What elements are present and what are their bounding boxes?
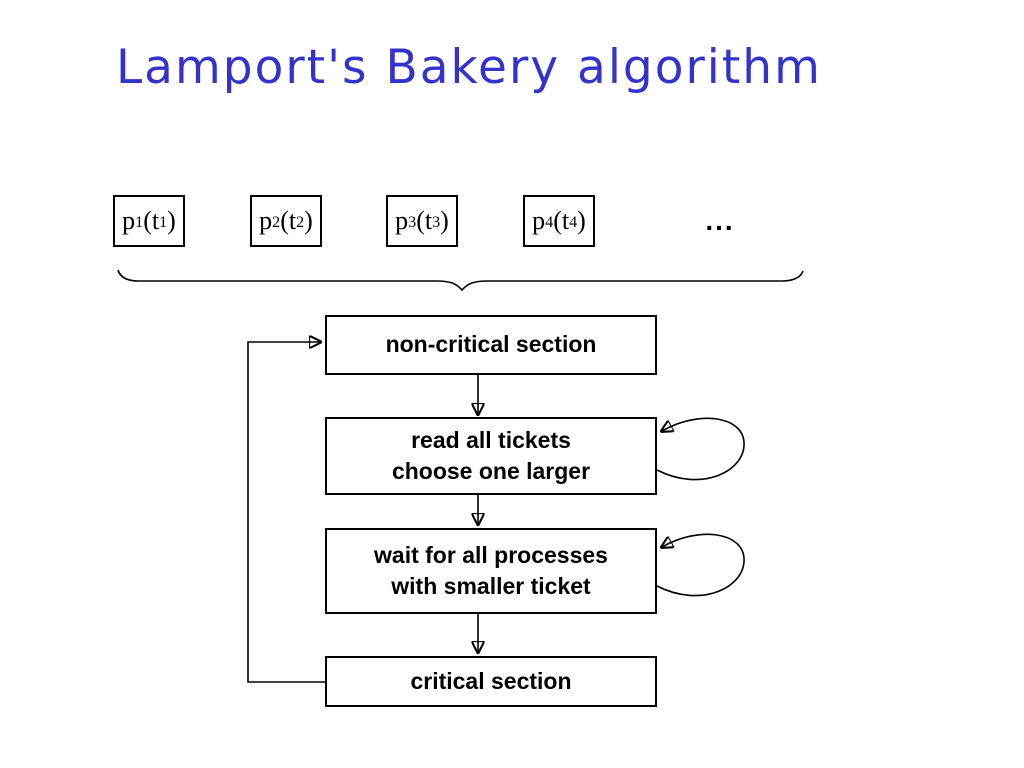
flow-box-read-tickets: read all tickets choose one larger [325, 417, 657, 495]
flow-box-wait-processes: wait for all processes with smaller tick… [325, 528, 657, 614]
process-arg: (t [416, 206, 433, 235]
process-close-paren: ) [167, 206, 176, 235]
slide-title: Lamport's Bakery algorithm [116, 40, 822, 95]
flow-box-line2: with smaller ticket [391, 573, 591, 599]
more-processes-ellipsis: ... [705, 205, 735, 236]
flow-box-line1: read all tickets [411, 426, 571, 453]
process-close-paren: ) [304, 206, 313, 235]
process-arg: (t [143, 206, 160, 235]
process-var: p [395, 206, 409, 235]
flow-box-line1: non-critical section [385, 331, 597, 358]
process-var: p [259, 206, 273, 235]
flow-box-line2: choose one larger [391, 458, 591, 484]
flow-box-non-critical-section: non-critical section [325, 315, 657, 375]
self-loop-read-tickets [656, 417, 745, 481]
arrow-critical-to-noncritical [247, 342, 325, 683]
self-loop-wait-processes [656, 533, 745, 597]
flow-box-line1: wait for all processes [374, 541, 608, 568]
flow-box-critical-section: critical section [325, 656, 657, 707]
process-close-paren: ) [577, 206, 586, 235]
process-var: p [532, 206, 546, 235]
process-close-paren: ) [440, 206, 449, 235]
grouping-brace [117, 269, 804, 292]
process-arg: (t [553, 206, 570, 235]
process-var: p [122, 206, 136, 235]
flow-box-line1: critical section [410, 667, 572, 694]
process-arg: (t [280, 206, 297, 235]
